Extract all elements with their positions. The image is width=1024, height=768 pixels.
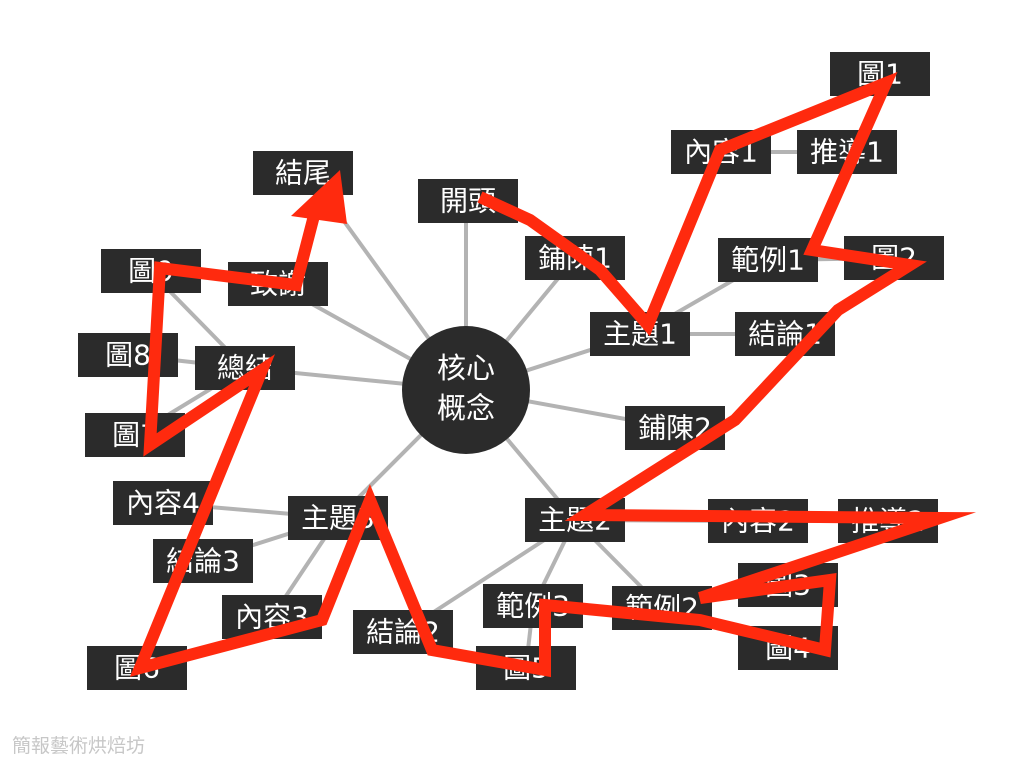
center-node-line1: 核心 [437, 351, 495, 385]
node-fanli1-label: 範例1 [731, 244, 805, 277]
presentation-path [129, 71, 977, 678]
node-puchen2: 鋪陳2 [625, 406, 725, 450]
node-jielun3: 結論3 [153, 539, 253, 583]
node-jielun3-box [153, 539, 253, 583]
node-tuidao1: 推導1 [797, 130, 897, 174]
node-jiewei-label: 結尾 [275, 157, 331, 190]
node-tu8-label: 圖8 [105, 339, 151, 372]
node-neirong4-label: 內容4 [126, 487, 200, 520]
node-jiewei: 結尾 [253, 151, 353, 195]
center-node: 核心 概念 [402, 326, 530, 454]
footer-brand: 簡報藝術烘焙坊 [12, 735, 146, 757]
path-arrow-head [291, 170, 347, 224]
center-node-circle [402, 326, 530, 454]
node-fanli1: 範例1 [718, 238, 818, 282]
presentation-path-line [129, 71, 977, 678]
node-tu8: 圖8 [78, 333, 178, 377]
center-node-line2: 概念 [437, 391, 495, 425]
node-fanli1-box [718, 238, 818, 282]
node-fanli3: 範例3 [483, 584, 583, 628]
node-tu9: 圖9 [101, 249, 201, 293]
